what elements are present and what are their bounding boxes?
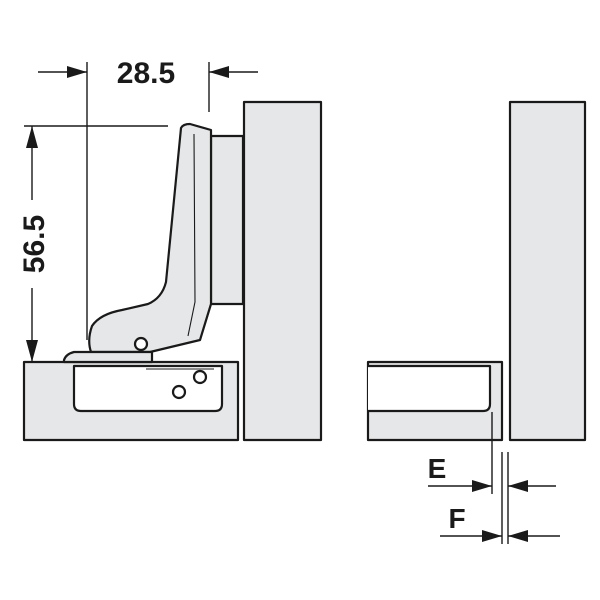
cup-pin-left (171, 384, 187, 400)
cup-rim (146, 365, 214, 370)
width-arrow-right (209, 66, 229, 78)
side-panel (242, 100, 323, 442)
f-label: F (448, 503, 465, 534)
cup-pin-right (192, 369, 208, 385)
cup-recess-right (368, 364, 492, 413)
hinge-arm-edge (187, 133, 196, 337)
side-panel-right (508, 100, 587, 442)
f-arrow-left (482, 530, 502, 542)
hinge-cup (72, 364, 224, 413)
height-label-bg (18, 200, 48, 288)
e-label: E (428, 453, 447, 484)
arm-flange (62, 350, 154, 364)
width-arrow-left (67, 66, 87, 78)
mounting-plate (209, 134, 245, 306)
left-view: 28.5 56.5 (18, 57, 323, 442)
height-arrow-top (26, 126, 38, 148)
e-arrow-right (508, 480, 528, 492)
height-dimension-label: 56.5 (18, 215, 51, 273)
e-arrow-left (472, 480, 492, 492)
width-dimension-label: 28.5 (117, 57, 175, 90)
hinge-arm (88, 122, 213, 354)
f-arrow-right (508, 530, 528, 542)
pivot-pin-upper (133, 336, 149, 352)
right-view: E F (366, 100, 587, 544)
height-arrow-bottom (26, 340, 38, 362)
